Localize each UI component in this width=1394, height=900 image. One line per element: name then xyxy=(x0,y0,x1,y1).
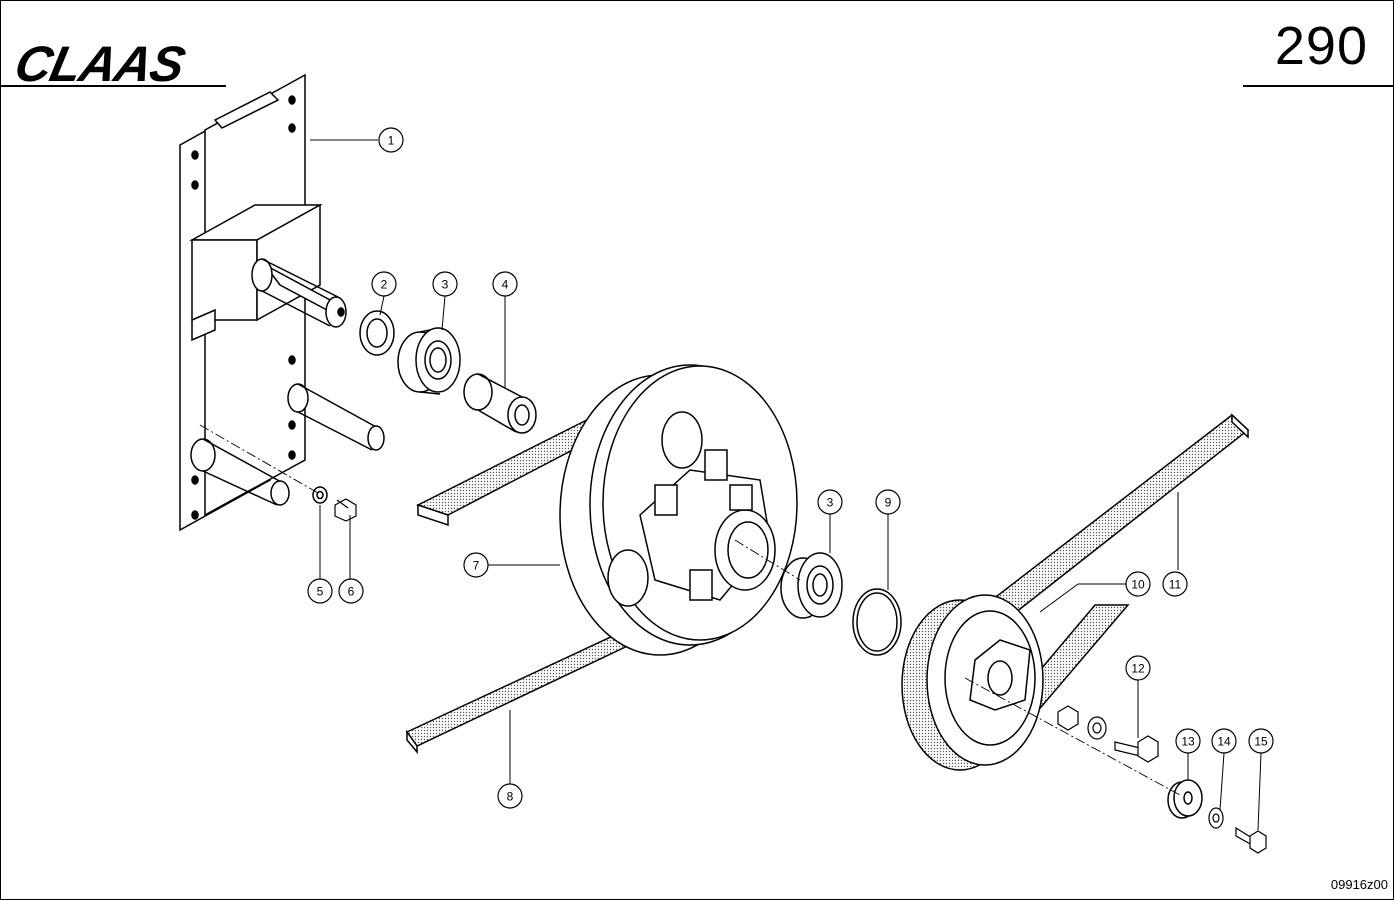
callout-3-lower-label: 3 xyxy=(827,496,834,510)
callout-13-label: 13 xyxy=(1181,735,1195,749)
callout-12: 12 xyxy=(1125,655,1151,681)
nut-12 xyxy=(1057,705,1079,731)
bearing-3-lower xyxy=(780,552,843,619)
washer-14 xyxy=(1208,807,1224,829)
bearing-3-upper xyxy=(397,327,461,395)
callout-2-label: 2 xyxy=(381,278,388,292)
washer-2 xyxy=(359,310,395,356)
v-belt-8 xyxy=(405,627,642,755)
callout-3-upper: 3 xyxy=(432,271,458,297)
spacer-sleeve-4 xyxy=(463,373,537,434)
callout-7: 7 xyxy=(463,552,489,578)
callout-7-label: 7 xyxy=(473,559,480,573)
callout-6: 6 xyxy=(338,578,364,604)
callout-14-label: 14 xyxy=(1217,735,1231,749)
washer-12 xyxy=(1087,716,1107,740)
callout-15: 15 xyxy=(1248,728,1274,754)
pulley-10 xyxy=(901,594,1130,771)
callout-6-label: 6 xyxy=(348,585,355,599)
bolt-6 xyxy=(334,498,357,522)
callout-10-label: 10 xyxy=(1131,578,1145,592)
page-number: 290 xyxy=(1274,16,1368,76)
mounting-bracket xyxy=(179,73,385,532)
callout-5: 5 xyxy=(307,578,333,604)
circlip-9 xyxy=(852,588,902,656)
callout-4-label: 4 xyxy=(502,278,509,292)
callout-11: 11 xyxy=(1162,571,1188,597)
callout-9: 9 xyxy=(875,489,901,515)
callout-8-label: 8 xyxy=(507,790,514,804)
callout-11-label: 11 xyxy=(1169,578,1182,592)
callout-15-label: 15 xyxy=(1254,735,1268,749)
callout-12-label: 12 xyxy=(1131,662,1145,676)
callout-1: 1 xyxy=(378,127,404,153)
cap-washer-13 xyxy=(1167,779,1203,819)
callout-2: 2 xyxy=(371,271,397,297)
callout-5-label: 5 xyxy=(317,585,324,599)
callout-13: 13 xyxy=(1175,728,1201,754)
small-washer-5 xyxy=(312,486,328,504)
callout-8: 8 xyxy=(497,783,523,809)
header-rule-left xyxy=(0,85,226,87)
bolt-12 xyxy=(1114,735,1159,763)
drawing-id: 09916z00 xyxy=(1330,877,1388,892)
callout-10: 10 xyxy=(1125,571,1151,597)
callout-14: 14 xyxy=(1211,728,1237,754)
leader-lines xyxy=(310,139,1262,831)
callout-9-label: 9 xyxy=(885,496,892,510)
bolt-15 xyxy=(1235,826,1267,854)
pulley-7 xyxy=(416,364,798,656)
assembly-axis-lines xyxy=(199,424,1181,796)
header-rule-right xyxy=(1243,85,1394,87)
callout-3-upper-label: 3 xyxy=(442,278,449,292)
callout-1-label: 1 xyxy=(388,134,395,148)
callout-3-lower: 3 xyxy=(817,489,843,515)
callout-4: 4 xyxy=(492,271,518,297)
